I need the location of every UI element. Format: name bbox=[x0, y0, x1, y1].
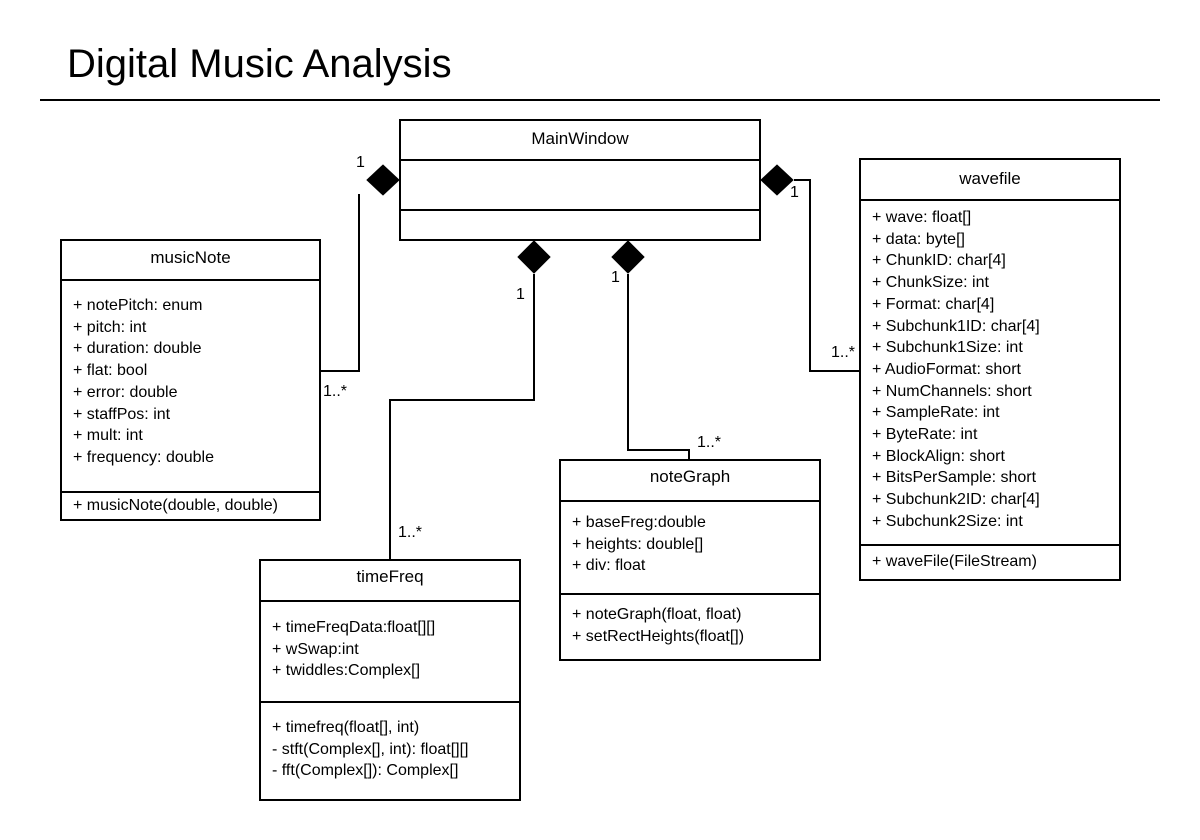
attribute: + timeFreqData:float[][] bbox=[272, 619, 436, 636]
multiplicity-mainwindow-musicnote-part: 1..* bbox=[323, 383, 348, 400]
class-musicnote[interactable]: musicNote + notePitch: enum + pitch: int… bbox=[60, 239, 321, 521]
method: + noteGraph(float, float) bbox=[572, 606, 742, 623]
connector-mainwindow-timefreq bbox=[389, 274, 535, 559]
attribute: + pitch: int bbox=[73, 318, 147, 336]
composition-diamond-notegraph bbox=[611, 240, 645, 274]
class-wavefile[interactable]: wavefile + wave: float[] + data: byte[] … bbox=[859, 158, 1121, 581]
methods-section bbox=[401, 209, 759, 239]
multiplicity-mainwindow-timefreq-part: 1..* bbox=[398, 524, 423, 541]
attribute: + duration: double bbox=[73, 340, 202, 358]
attribute: + BitsPerSample: short bbox=[872, 469, 1037, 487]
attributes-section bbox=[401, 159, 759, 209]
class-name: noteGraph bbox=[649, 467, 731, 486]
multiplicity-mainwindow-wavefile-whole: 1 bbox=[790, 184, 799, 201]
attribute: + AudioFormat: short bbox=[872, 360, 1021, 378]
attribute: + NumChannels: short bbox=[872, 382, 1032, 400]
multiplicity-mainwindow-wavefile-part: 1..* bbox=[831, 344, 856, 361]
attribute: + staffPos: int bbox=[73, 405, 171, 423]
class-name: musicNote bbox=[150, 248, 231, 267]
attributes-section: + notePitch: enum + pitch: int + duratio… bbox=[62, 279, 319, 491]
class-timefreq[interactable]: timeFreq + timeFreqData:float[][] + wSwa… bbox=[259, 559, 521, 801]
attribute: + wSwap:int bbox=[272, 640, 359, 658]
attribute: + Subchunk2Size: int bbox=[872, 512, 1023, 530]
methods-section: + noteGraph(float, float) + setRectHeigh… bbox=[561, 593, 819, 659]
attributes-section: + baseFreg:double + heights: double[] + … bbox=[561, 500, 819, 593]
attribute: + twiddles:Complex[] bbox=[272, 662, 421, 680]
attribute: + ChunkSize: int bbox=[872, 274, 989, 292]
attribute: + ChunkID: char[4] bbox=[872, 252, 1006, 270]
method: + waveFile(FileStream) bbox=[872, 553, 1037, 570]
attribute: + Subchunk1Size: int bbox=[872, 339, 1023, 357]
title-divider bbox=[40, 99, 1160, 101]
connector-mainwindow-notegraph bbox=[627, 274, 690, 460]
attribute: + notePitch: enum bbox=[73, 297, 203, 314]
attribute: + Format: char[4] bbox=[872, 295, 995, 313]
method: + setRectHeights(float[]) bbox=[572, 627, 745, 645]
method: - stft(Complex[], int): float[][] bbox=[272, 740, 469, 758]
methods-section: + musicNote(double, double) bbox=[62, 491, 319, 519]
attribute: + BlockAlign: short bbox=[872, 447, 1005, 465]
class-notegraph[interactable]: noteGraph + baseFreg:double + heights: d… bbox=[559, 459, 821, 661]
connector-mainwindow-wavefile bbox=[794, 179, 860, 372]
class-name: wavefile bbox=[959, 169, 1021, 188]
multiplicity-mainwindow-notegraph-whole: 1 bbox=[611, 269, 620, 286]
attribute: + data: byte[] bbox=[872, 230, 965, 248]
attribute: + frequency: double bbox=[73, 448, 214, 466]
attribute: + baseFreg:double bbox=[572, 514, 706, 531]
attribute: + wave: float[] bbox=[872, 209, 972, 226]
attribute: + div: float bbox=[572, 557, 646, 575]
attribute: + Subchunk2ID: char[4] bbox=[872, 491, 1040, 509]
composition-diamond-timefreq bbox=[517, 240, 551, 274]
attributes-section: + wave: float[] + data: byte[] + ChunkID… bbox=[861, 199, 1119, 544]
method: - fft(Complex[]): Complex[] bbox=[272, 762, 459, 780]
class-name: timeFreq bbox=[356, 567, 424, 586]
method: + musicNote(double, double) bbox=[73, 497, 279, 514]
methods-section: + timefreq(float[], int) - stft(Complex[… bbox=[261, 701, 519, 799]
attribute: + Subchunk1ID: char[4] bbox=[872, 317, 1040, 335]
attribute: + flat: bool bbox=[73, 362, 148, 380]
attributes-section: + timeFreqData:float[][] + wSwap:int + t… bbox=[261, 600, 519, 701]
method: + timefreq(float[], int) bbox=[272, 719, 420, 736]
attribute: + ByteRate: int bbox=[872, 426, 978, 444]
methods-section: + waveFile(FileStream) bbox=[861, 544, 1119, 579]
attribute: + heights: double[] bbox=[572, 535, 704, 553]
class-mainwindow[interactable]: MainWindow bbox=[399, 119, 761, 241]
composition-diamond-wavefile bbox=[760, 164, 794, 196]
multiplicity-mainwindow-musicnote-whole: 1 bbox=[356, 154, 365, 171]
diagram-title: Digital Music Analysis bbox=[67, 42, 452, 86]
multiplicity-mainwindow-timefreq-whole: 1 bbox=[516, 286, 525, 303]
multiplicity-mainwindow-notegraph-part: 1..* bbox=[697, 434, 722, 451]
class-name: MainWindow bbox=[531, 129, 629, 148]
attribute: + mult: int bbox=[73, 427, 143, 445]
attribute: + error: double bbox=[73, 383, 178, 401]
connector-mainwindow-musicnote bbox=[320, 194, 360, 372]
attribute: + SampleRate: int bbox=[872, 404, 1000, 422]
composition-diamond-musicnote bbox=[366, 164, 400, 196]
